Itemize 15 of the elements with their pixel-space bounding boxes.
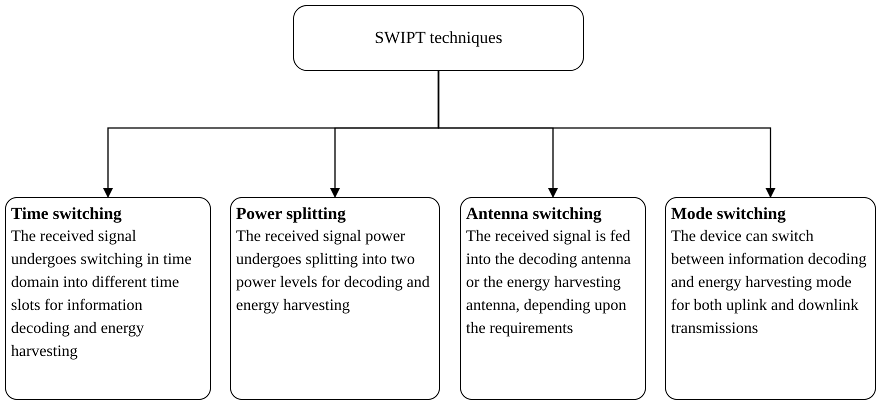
technique-box [665,197,876,400]
heading-text: Time switching [11,203,123,225]
technique-box [460,197,646,400]
root-box [293,5,584,71]
heading-text: Mode switching [671,203,787,225]
arrow [438,71,776,198]
description-text: The device can switch between information decoding and energy harvesting mode for both uplink and downlink transmissions [671,227,868,339]
heading-text: Antenna switching [466,203,603,225]
description-text: The received signal undergoes switching in time domain into different time slots for information decoding and energy harvesting [11,227,193,362]
heading-text: Power splitting [236,203,347,225]
technique-box [230,197,440,400]
title-text: SWIPT techniques [374,27,502,50]
description-text: The received signal power undergoes splitting into two power levels for decoding and energy harvesting [236,227,431,316]
technique-box [5,197,211,400]
description-text: The received signal is fed into the decoding antenna or the energy harvesting antenna, depending upon the requirements [466,227,632,339]
